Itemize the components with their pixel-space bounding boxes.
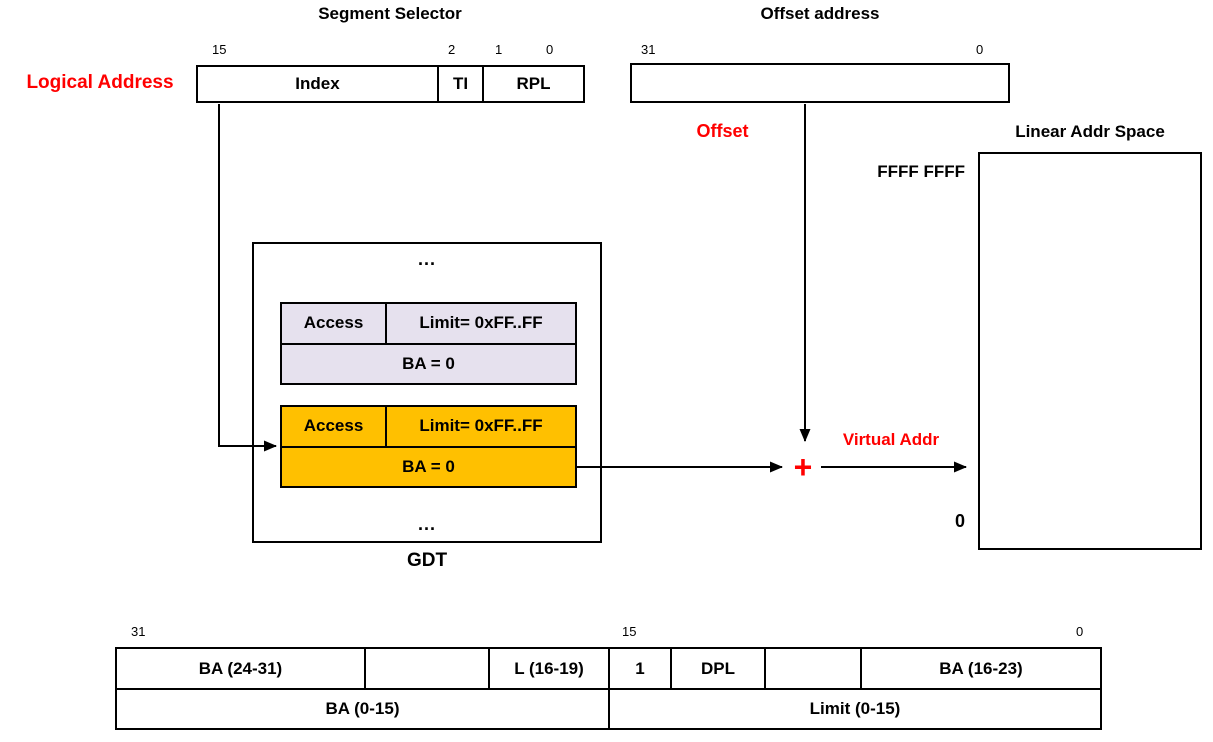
descriptor-layout-low-word: BA (0-15) Limit (0-15) xyxy=(117,690,1100,728)
segment-selector-register: Index TI RPL xyxy=(196,65,585,103)
linear-address-space-box xyxy=(978,152,1202,550)
descriptor-limit-field: Limit= 0xFF..FF xyxy=(419,416,543,436)
segment-selector-title: Segment Selector xyxy=(318,4,462,23)
field-present-bit: 1 xyxy=(610,649,672,688)
descriptor-access-field: Access xyxy=(282,407,387,446)
field-type-empty xyxy=(766,649,862,688)
linear-space-bottom-label: 0 xyxy=(954,511,965,531)
descriptor-layout-table: BA (24-31) L (16-19) 1 DPL BA (16-23) BA… xyxy=(115,647,1102,730)
gdt-label: GDT xyxy=(406,550,448,571)
linear-space-title: Linear Addr Space xyxy=(1015,122,1165,141)
offset-address-register xyxy=(630,63,1010,103)
field-ba-16-23: BA (16-23) xyxy=(939,658,1023,678)
descriptor-access-field: Access xyxy=(282,304,387,343)
offset-bit-31: 31 xyxy=(641,42,656,57)
field-flags-empty xyxy=(366,649,490,688)
selector-bit-1: 1 xyxy=(495,42,503,57)
descriptor-base-field: BA = 0 xyxy=(402,456,455,476)
offset-arrow-label: Offset xyxy=(696,121,749,141)
logical-address-label: Logical Address xyxy=(26,72,174,93)
selector-bit-15: 15 xyxy=(212,42,227,57)
layout-bit-0: 0 xyxy=(1076,624,1084,639)
selector-bit-2: 2 xyxy=(448,42,456,57)
gdt-descriptor-selected: Access Limit= 0xFF..FF BA = 0 xyxy=(280,405,577,488)
descriptor-base-field: BA = 0 xyxy=(402,353,455,373)
linear-space-top-label: FFFF FFFF xyxy=(877,162,965,181)
layout-bit-15: 15 xyxy=(622,624,637,639)
descriptor-limit-field: Limit= 0xFF..FF xyxy=(419,313,543,333)
field-ba-0-15: BA (0-15) xyxy=(117,690,610,728)
offset-bit-0: 0 xyxy=(976,42,984,57)
selector-field-index: Index xyxy=(295,74,340,93)
gdt-box xyxy=(252,242,602,543)
offset-address-title: Offset address xyxy=(760,4,880,23)
field-ba-24-31: BA (24-31) xyxy=(117,649,366,688)
field-limit-16-19: L (16-19) xyxy=(490,649,610,688)
layout-bit-31: 31 xyxy=(131,624,146,639)
descriptor-top-row: Access Limit= 0xFF..FF xyxy=(282,407,575,448)
field-limit-0-15: Limit (0-15) xyxy=(809,699,901,718)
selector-field-rpl: RPL xyxy=(516,74,551,93)
selector-bit-0: 0 xyxy=(546,42,554,57)
field-dpl: DPL xyxy=(672,649,766,688)
descriptor-top-row: Access Limit= 0xFF..FF xyxy=(282,304,575,345)
virtual-addr-label: Virtual Addr xyxy=(842,430,940,449)
gdt-ellipsis-top: ... xyxy=(417,249,436,269)
plus-adder: + xyxy=(793,449,813,485)
descriptor-layout-high-word: BA (24-31) L (16-19) 1 DPL BA (16-23) xyxy=(117,649,1100,690)
gdt-descriptor-normal: Access Limit= 0xFF..FF BA = 0 xyxy=(280,302,577,385)
selector-field-ti: TI xyxy=(437,67,484,101)
gdt-ellipsis-bottom: ... xyxy=(417,514,436,534)
